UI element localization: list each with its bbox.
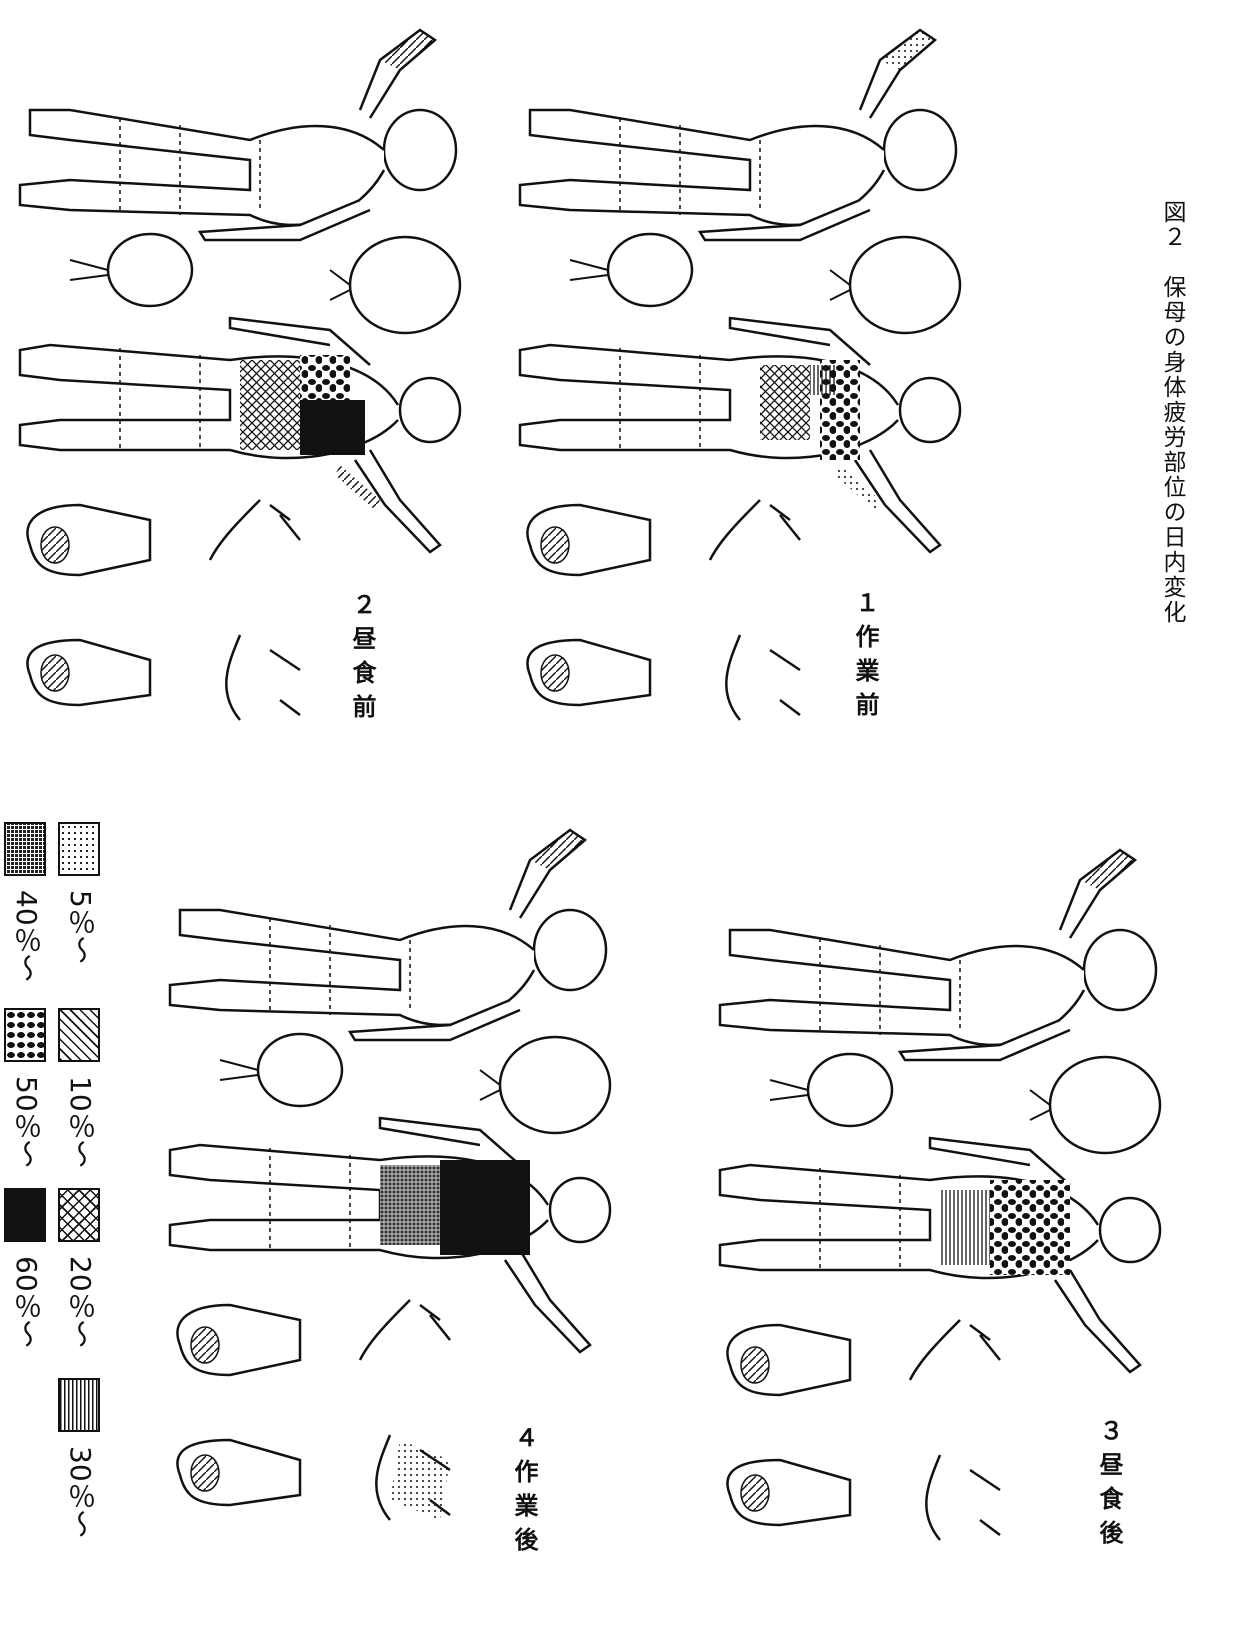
legend-swatch-50: [4, 1008, 46, 1062]
legend-label-10: 10％～: [60, 1076, 100, 1168]
panel-2-figure: [20, 30, 460, 720]
legend-label-60: 60％～: [6, 1256, 46, 1348]
legend-label-20: 20％～: [60, 1256, 100, 1348]
legend-swatch-30: [58, 1378, 100, 1432]
legend-label-40: 40％～: [6, 890, 46, 982]
legend-swatch-5: [58, 822, 100, 876]
legend-label-30: 30％～: [60, 1446, 100, 1538]
legend-swatch-20: [58, 1188, 100, 1242]
panel-4-figure: [170, 830, 610, 1520]
legend-label-5: 5％～: [60, 890, 100, 964]
legend-swatch-40: [4, 822, 46, 876]
legend-swatch-10: [58, 1008, 100, 1062]
panel-1-figure: [520, 30, 960, 720]
legend-swatch-60: [4, 1188, 46, 1242]
panel-3-figure: [720, 850, 1160, 1540]
legend-label-50: 50％～: [6, 1076, 46, 1168]
